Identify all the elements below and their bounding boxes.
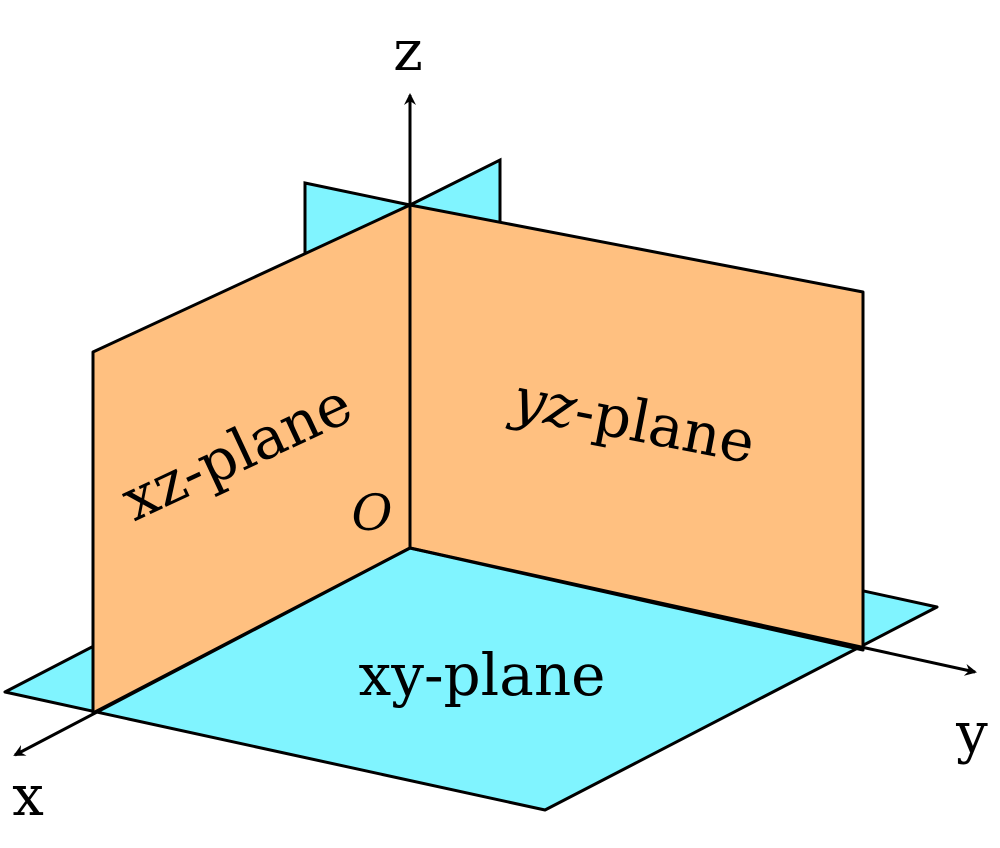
origin-label: O <box>352 484 393 542</box>
yz-plane-label-italic: yz <box>504 363 583 442</box>
x-axis <box>13 546 411 757</box>
xy-plane-label: xy-plane <box>358 641 605 709</box>
y-axis <box>409 546 977 676</box>
x-axis-label: x <box>12 764 44 829</box>
z-axis-label: z <box>393 19 423 84</box>
y-axis-label: y <box>955 701 988 766</box>
